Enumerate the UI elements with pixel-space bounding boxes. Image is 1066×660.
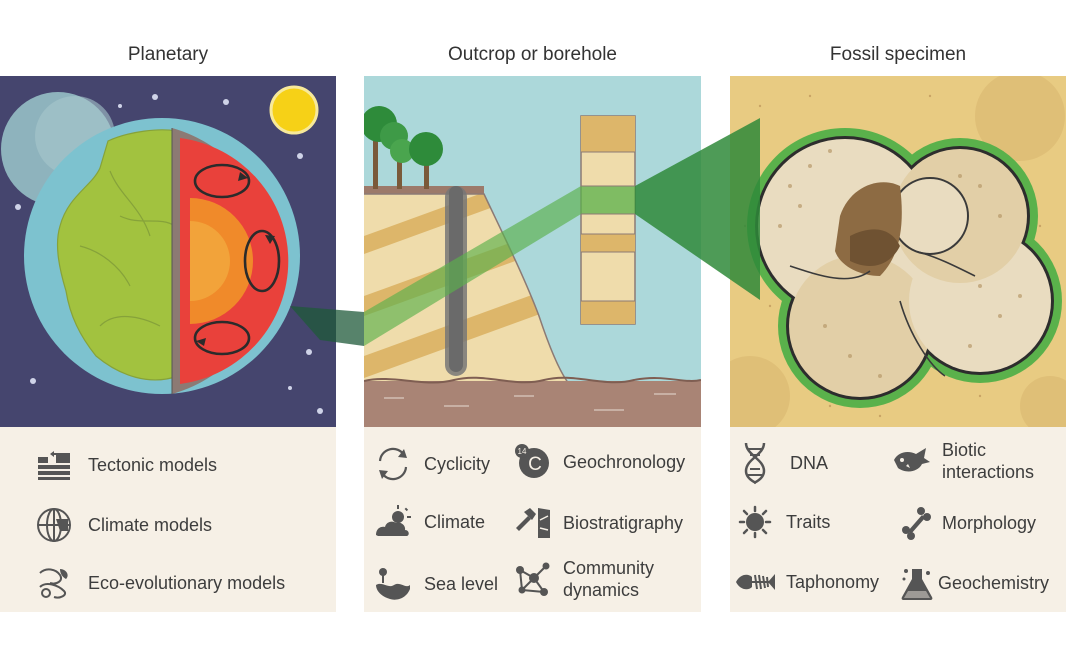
legend-item: Community dynamics (514, 557, 683, 601)
legend-label: Traits (786, 512, 831, 532)
bone-icon (902, 507, 931, 540)
planetary-title: Planetary (127, 44, 209, 65)
flask-icon (901, 569, 933, 600)
legend-item: Tectonic models (36, 449, 217, 481)
ecosystem-icon (39, 568, 68, 599)
legend-label: Eco-evolutionary models (88, 573, 286, 593)
tectonic-icon (38, 451, 70, 480)
legend-item: Climate (374, 505, 485, 539)
legend-item: Biostratigraphy (514, 504, 683, 542)
outcrop-illustration (364, 76, 701, 427)
isotope-number: 14 (518, 447, 527, 456)
fossil-title: Fossil specimen (829, 44, 967, 65)
rock-hammer-icon (516, 508, 550, 538)
legend-label: Biotic interactions (942, 440, 1035, 482)
fish-skeleton-icon (736, 574, 775, 590)
foraminifera-fossil (758, 139, 1051, 397)
legend-label: Geochemistry (938, 573, 1050, 593)
carbon-14-icon: 14 C (515, 444, 549, 478)
sun-cloud-icon (376, 505, 411, 536)
sun (269, 85, 319, 135)
seafloor (364, 381, 701, 427)
fish-bite-icon (894, 448, 930, 472)
fossil-illustration (730, 76, 1066, 427)
fossil-legend: DNA Biotic interactions Traits Morpholog… (730, 427, 1066, 612)
legend-item: Morphology (900, 505, 1036, 541)
legend-item: Eco-evolutionary models (36, 565, 285, 601)
convection-cells (193, 163, 281, 356)
core-column (580, 115, 636, 325)
outcrop-legend: Cyclicity 14 C Geochronology Climate Bio… (364, 427, 701, 612)
legend-label: Cyclicity (424, 454, 490, 474)
legend-label: Geochronology (563, 452, 686, 472)
legend-label: DNA (790, 453, 829, 473)
spiky-cell-icon (738, 505, 772, 539)
legend-label: Taphonomy (786, 572, 880, 592)
legend-item: Cyclicity (374, 445, 490, 483)
legend-item: Biotic interactions (892, 439, 1052, 483)
legend-item: Sea level (374, 565, 498, 603)
shell-pores (778, 149, 1022, 378)
outcrop-title: Outcrop or borehole (448, 44, 617, 65)
legend-label: Morphology (942, 513, 1037, 533)
legend-item: 14 C Geochronology (514, 443, 685, 481)
planet-illustration (0, 76, 336, 427)
legend-item: Geochemistry (900, 565, 1049, 601)
cycle-arrows-icon (378, 447, 408, 481)
legend-item: Traits (738, 505, 830, 539)
legend-label: Tectonic models (88, 455, 218, 475)
planetary-legend: Tectonic models Climate models Eco-evolu… (0, 427, 336, 612)
globe-icon (37, 508, 71, 542)
network-icon (516, 562, 550, 596)
isotope-symbol: C (528, 454, 542, 475)
legend-label: Community dynamics (563, 558, 655, 600)
dna-icon (744, 442, 766, 485)
legend-label: Climate (424, 512, 486, 532)
legend-item: Taphonomy (734, 567, 879, 597)
stars (15, 94, 323, 414)
trees (364, 106, 443, 189)
legend-label: Biostratigraphy (563, 513, 684, 533)
legend-label: Climate models (88, 515, 213, 535)
legend-item: Climate models (36, 507, 212, 543)
sea-level-icon (376, 568, 410, 600)
legend-item: DNA (740, 441, 828, 485)
legend-label: Sea level (424, 574, 499, 594)
